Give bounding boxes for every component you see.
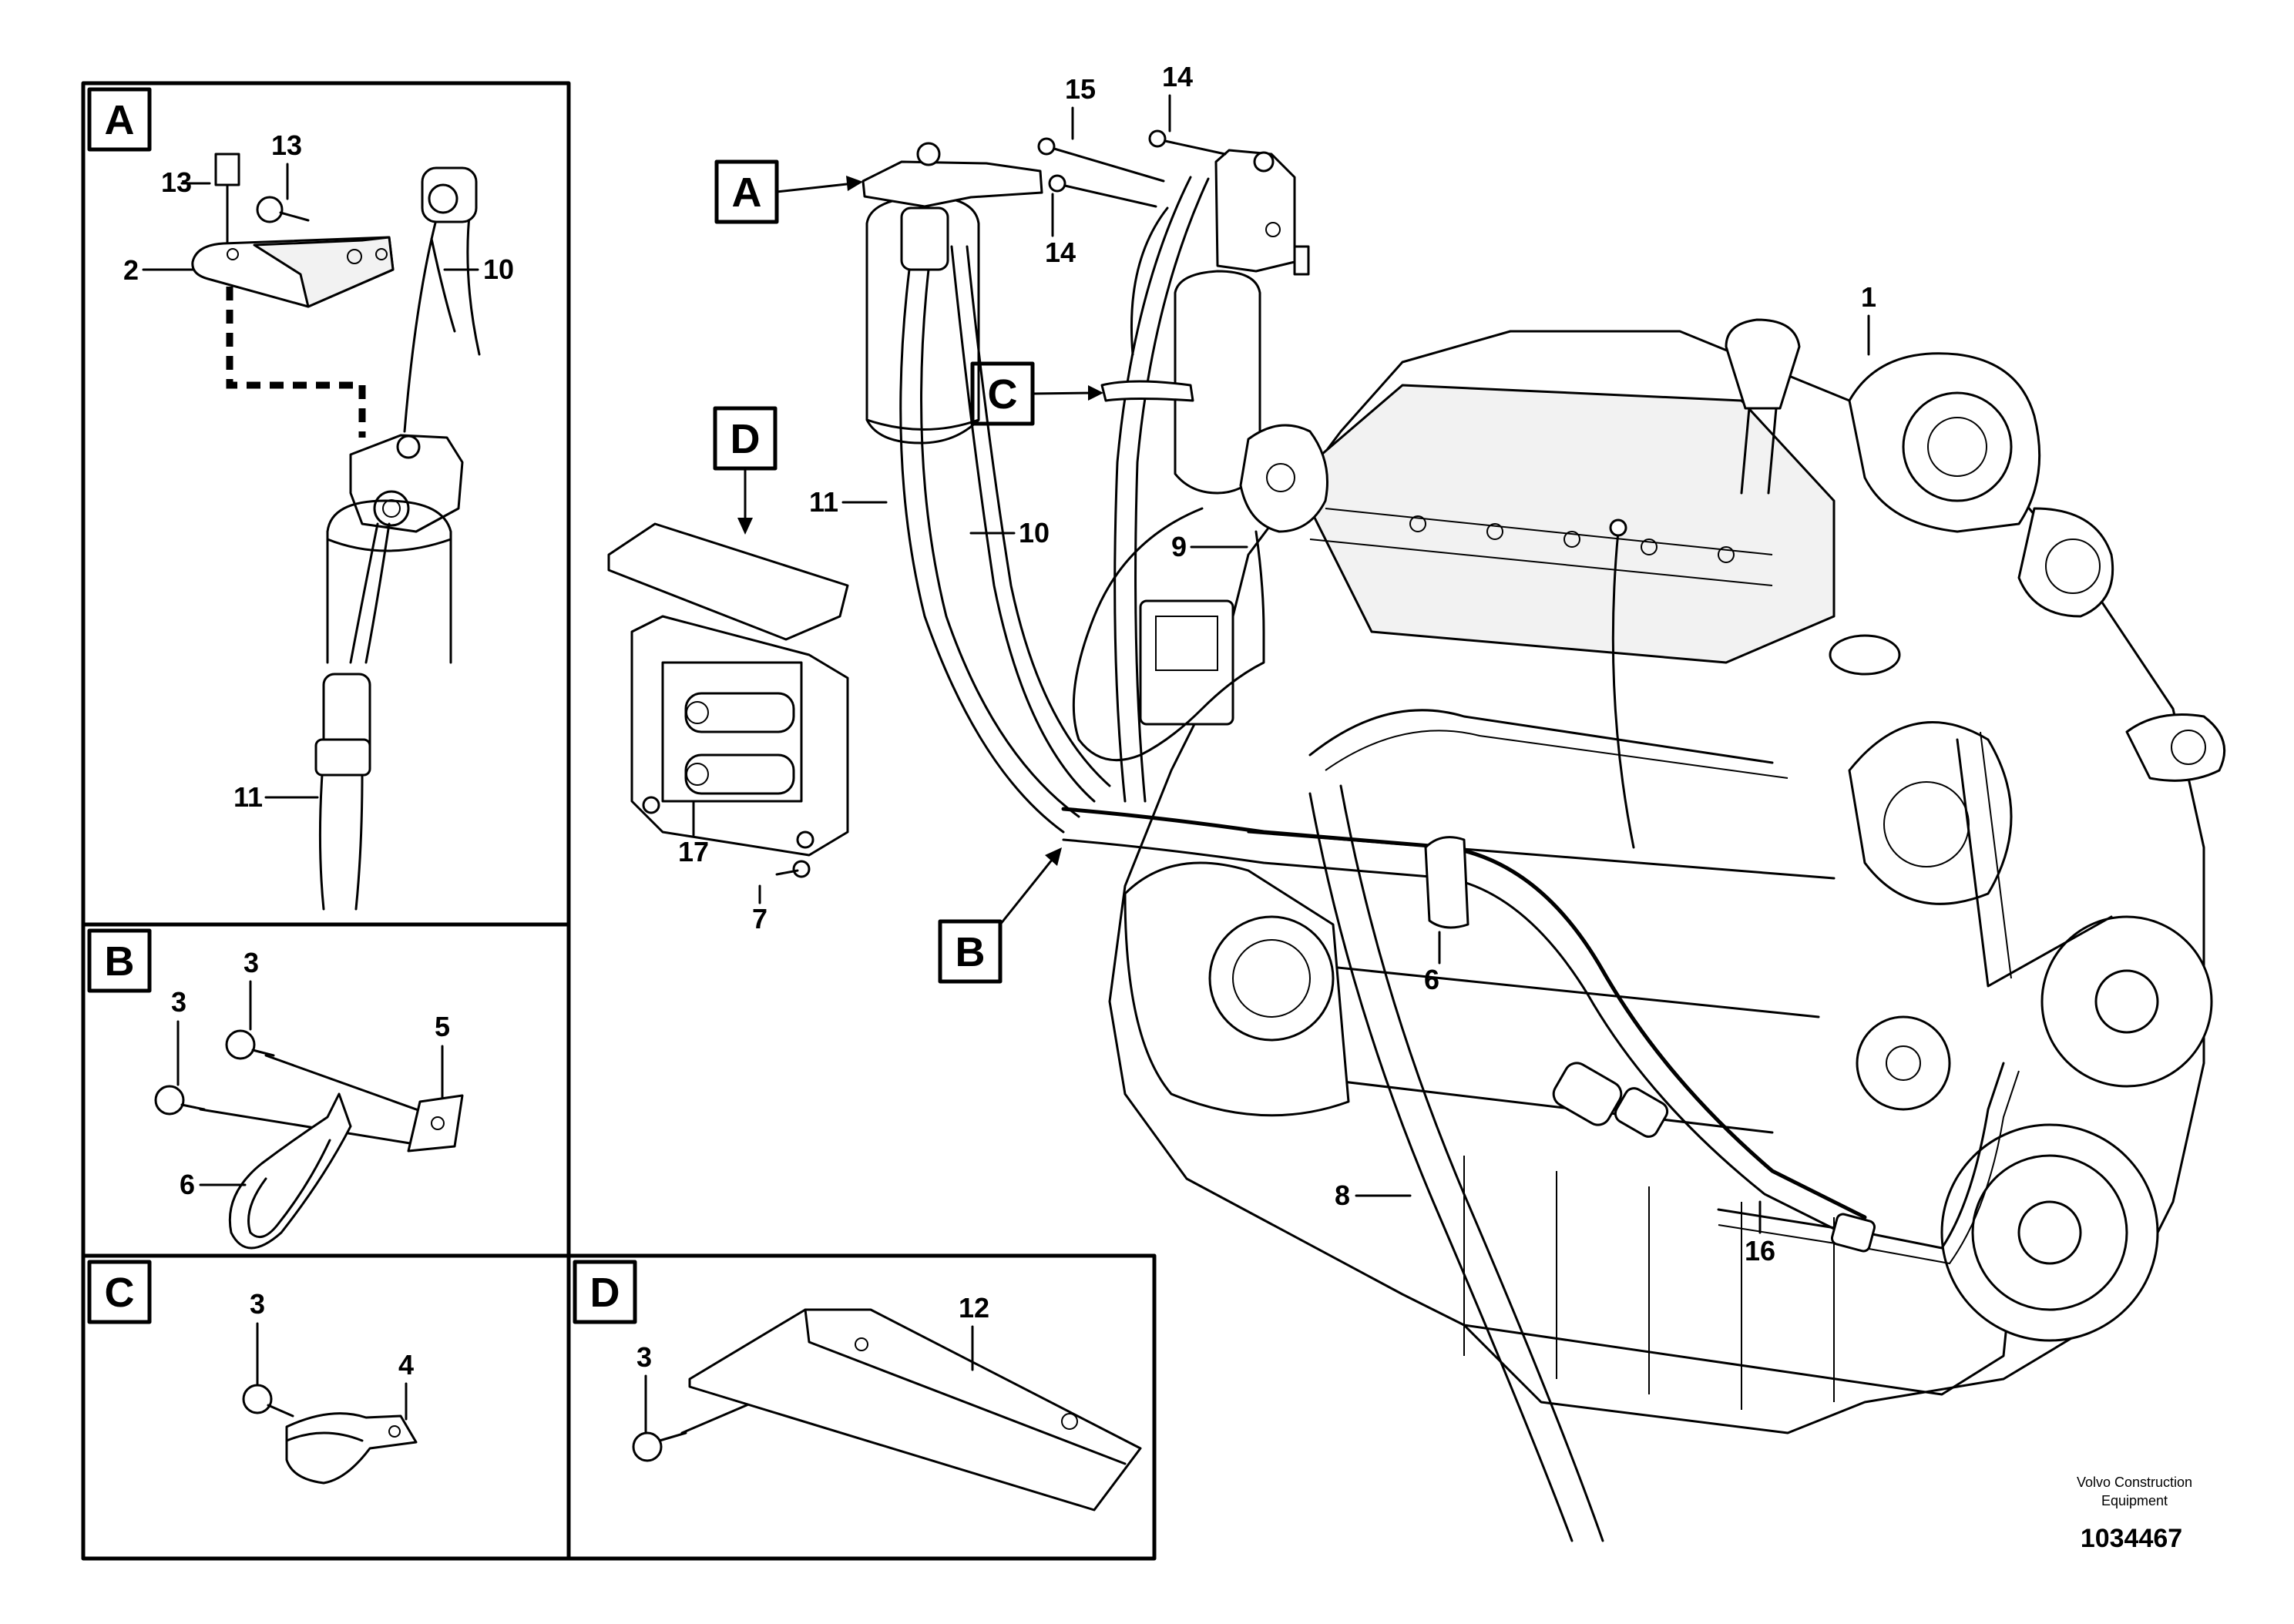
brand-line-1: Volvo Construction: [2077, 1475, 2192, 1490]
marker-b: B: [938, 847, 1062, 984]
fuel-hoses: [899, 176, 2020, 1542]
callout-2: 2: [123, 254, 139, 286]
inset-c-drawing: [242, 1384, 418, 1485]
callout-4: 4: [398, 1349, 414, 1381]
bolts-14-15: [775, 129, 1227, 878]
svg-text:C: C: [988, 371, 1018, 418]
callout-6-main: 6: [1424, 964, 1439, 995]
callout-17: 17: [678, 836, 709, 867]
callout-1: 1: [1861, 281, 1876, 313]
inset-frame-c: [81, 1253, 571, 1561]
callout-9: 9: [1171, 531, 1187, 562]
callout-14-top: 14: [1162, 61, 1193, 92]
inset-letter-c: C: [87, 1260, 152, 1324]
inset-frame-b: [81, 922, 571, 1258]
svg-text:C: C: [105, 1270, 135, 1316]
marker-c: C: [970, 361, 1103, 426]
marker-d: D: [713, 406, 778, 535]
main-callouts: 15 14 14 1 11 10 9 17 7 6 8 16: [678, 61, 1876, 1267]
document-number: 1034467: [2081, 1524, 2182, 1553]
water-separator: [1174, 149, 1310, 495]
svg-text:D: D: [590, 1270, 620, 1316]
inset-letter-b: B: [87, 928, 152, 993]
inset-b-drawing: [154, 1029, 464, 1250]
callout-11: 11: [233, 781, 263, 813]
engine-assembly: [1108, 318, 2226, 1434]
inset-d-drawing: [632, 1308, 1142, 1512]
callout-3-d: 3: [636, 1341, 652, 1373]
svg-text:B: B: [105, 938, 135, 985]
callout-10-main: 10: [1019, 517, 1050, 549]
inset-frames: [81, 81, 1157, 1561]
callout-6-b: 6: [180, 1169, 195, 1200]
inset-frame-a: [81, 81, 571, 927]
svg-text:B: B: [956, 929, 986, 975]
inset-c-callouts: 3 4: [250, 1288, 414, 1421]
inset-letter-d: D: [573, 1260, 637, 1324]
marker-a: A: [714, 159, 863, 224]
callout-3-b2: 3: [171, 986, 186, 1018]
svg-text:A: A: [732, 169, 762, 216]
inset-b-callouts: 3 3 5 6: [171, 947, 450, 1200]
ecu-module: [607, 522, 849, 857]
brand-line-2: Equipment: [2101, 1493, 2168, 1508]
callout-8: 8: [1335, 1179, 1350, 1211]
callout-16: 16: [1745, 1235, 1775, 1267]
footer: Volvo Construction Equipment 1034467: [2077, 1475, 2192, 1553]
inset-d-callouts: 3 12: [636, 1292, 989, 1433]
inset-a-callouts: 13 13 2 10 11: [123, 129, 514, 813]
fuel-filter-main: [862, 142, 1043, 445]
callout-15: 15: [1065, 73, 1096, 105]
inset-letter-a: A: [87, 87, 152, 152]
svg-text:D: D: [731, 416, 761, 462]
inset-frame-d: [566, 1253, 1157, 1561]
callout-10: 10: [483, 253, 514, 285]
callout-12: 12: [959, 1292, 989, 1324]
callout-14-bottom: 14: [1045, 237, 1076, 268]
inset-a-drawing: [191, 153, 481, 911]
callout-7: 7: [752, 903, 767, 934]
callout-3-c: 3: [250, 1288, 265, 1320]
callout-3-b1: 3: [244, 947, 259, 978]
callout-5: 5: [435, 1011, 450, 1042]
svg-text:A: A: [105, 97, 135, 143]
callout-13-b: 13: [271, 129, 302, 161]
callout-11-main: 11: [809, 486, 838, 518]
